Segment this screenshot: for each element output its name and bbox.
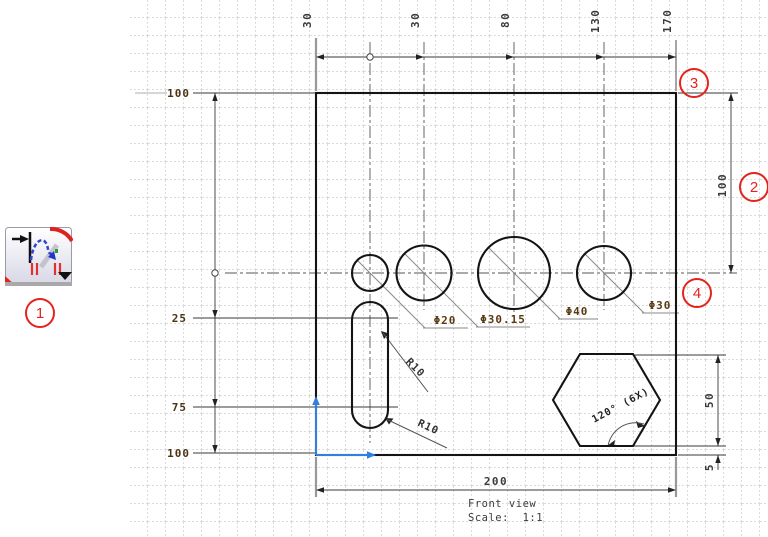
hole-phi20 [350,253,390,293]
annotation-number-2: 2 [749,178,759,196]
dim-left-ordinate-100a: 100 [167,87,190,100]
dim-top-ordinate-30a: 30 [301,12,314,28]
dimension-lines [193,40,738,491]
hexagon-pocket [551,352,662,448]
dim-right-50: 50 [703,392,716,408]
dim-left-ordinate-25: 25 [172,312,187,325]
dim-diameter-phi40: Φ40 [566,305,589,318]
annotation-number-1: 1 [35,304,45,322]
diameter-leaders [356,247,679,329]
ordinate-datum-top [366,53,374,61]
annotation-circle-1: 1 [25,298,55,328]
view-caption-title: Front view [468,498,536,510]
dim-top-ordinate-170: 170 [661,9,674,33]
dim-top-ordinate-80: 80 [499,12,512,28]
part-geometry [314,91,678,457]
hole-phi40 [476,235,552,311]
techdraw-sheet: 30 30 80 130 170 100 50 5 200 100 25 75 … [130,0,768,537]
centerlines [225,42,737,443]
dim-top-ordinate-130: 130 [589,9,602,33]
dropdown-triangle-icon [58,272,72,280]
view-caption-scale: Scale: 1:1 [468,512,543,524]
hole-phi30-15 [395,244,453,302]
dim-bottom-200: 200 [484,475,508,488]
hole-phi30 [575,244,633,302]
spline-curve-icon [29,238,53,261]
grid-lines [130,0,768,537]
extension-stubs [314,38,678,497]
annotation-number-4: 4 [692,284,702,302]
origin-axes [315,404,368,456]
green-mark [55,249,58,253]
radius-leaders [382,332,645,449]
dim-top-ordinate-30b: 30 [409,12,422,28]
dim-diameter-phi30-15: Φ30.15 [480,313,526,326]
annotation-circle-4: 4 [682,278,712,308]
dim-left-ordinate-100b: 100 [167,447,190,460]
annotation-circle-3: 3 [679,68,709,98]
ordinate-datum-left [211,269,219,277]
part-outline [314,91,678,457]
annotation-circle-2: 2 [739,172,768,202]
bottom-gray-bar [5,282,72,286]
dim-diameter-phi30: Φ30 [649,299,672,312]
dim-right-5: 5 [703,463,716,471]
slot-r10 [350,300,390,430]
dim-diameter-phi20: Φ20 [434,314,457,327]
dim-right-100: 100 [716,173,729,197]
spline-arrow-tool-button[interactable] [5,227,73,289]
red-corner-arc [49,227,73,243]
origin-axes-arrows [312,396,376,459]
dim-left-ordinate-75: 75 [172,401,187,414]
arrow-head-icon [20,235,29,243]
spline-arrow-head [48,251,56,260]
annotation-number-3: 3 [689,74,699,92]
